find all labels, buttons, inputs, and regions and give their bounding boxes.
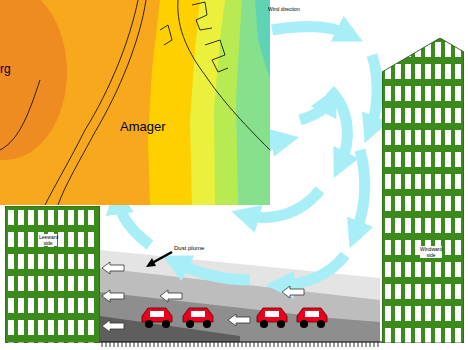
- building: Leeward side: [5, 206, 100, 343]
- annotation: Dust plume: [174, 245, 204, 251]
- building-facade: [382, 38, 464, 343]
- plume-flow-arrow: [102, 262, 304, 332]
- pollution-plume: [100, 250, 380, 342]
- building-label: Windward side: [420, 246, 442, 258]
- building: Windward side: [382, 38, 464, 343]
- building-facade: [5, 206, 100, 343]
- car: [142, 308, 327, 328]
- annotation: Wind direction: [268, 6, 300, 12]
- map-place-name: rg: [0, 62, 11, 76]
- building-label: Leeward side: [39, 234, 57, 246]
- map-place-name: Amager: [120, 119, 166, 134]
- ground-line: [100, 342, 382, 347]
- leader-arrow: [146, 252, 172, 267]
